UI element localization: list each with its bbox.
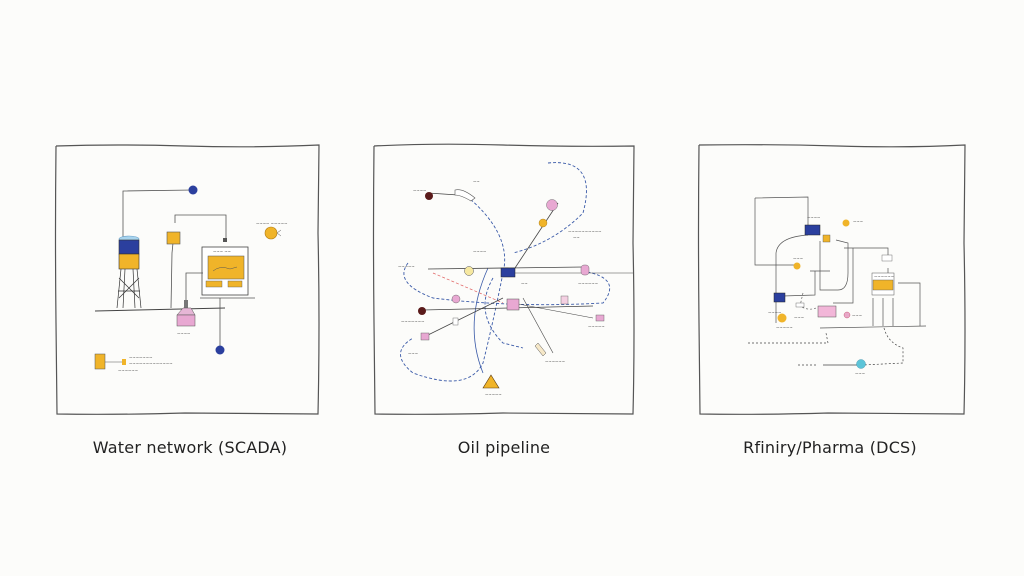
svg-text:~~~: ~~~ [408,351,418,356]
nozzle-icon [454,189,476,202]
gauge-icon: ~~~~ ~~~~~ [256,221,287,240]
water-network-panel: ~~~ ~~ ~~~~ ~~~~ ~~~~~ ~~~~~~~ ~~~~~~~~~… [54,143,320,415]
meter-tag-icon [534,342,547,357]
signal-wire [122,189,194,243]
svg-text:~~~: ~~~ [794,315,804,320]
battery-module-icon: ~~~~~~~ ~~~~~~~~~~~~~ ~~~~~~ [94,353,173,373]
water-tower-icon [116,235,142,309]
svg-text:~~~~~~~: ~~~~~~~ [401,319,424,324]
svg-text:~~~: ~~~ [853,219,863,224]
svg-text:~~: ~~ [573,235,580,240]
pink-valve-icon [420,332,430,341]
red-sensor-icon [843,311,851,319]
svg-text:~~~~: ~~~~ [768,310,781,315]
tank-icon [580,264,590,276]
blue-node-icon [215,345,225,355]
warning-beacon-icon [482,374,500,389]
dcs-node-icon [773,292,786,303]
water-network-diagram: ~~~ ~~ ~~~~ ~~~~ ~~~~~ ~~~~~~~ ~~~~~~~~~… [54,144,320,415]
svg-text:~~~~~: ~~~~~ [485,392,502,397]
svg-text:~~: ~~ [521,281,528,286]
hmi-screen-icon: ~~~ ~~ [200,238,255,299]
svg-text:~~~~~: ~~~~~ [776,325,793,330]
blue-node-icon [188,185,198,195]
svg-text:~~~~~~: ~~~~~~ [545,359,565,364]
sensor-icon [842,219,850,227]
orange-sensor-icon [777,313,787,323]
valve-node-icon [418,307,426,315]
meter-icon [595,314,605,322]
oil-pipeline-panel: ~~~~ ~~~~~~~~~~ ~~ ~~ ~~~~~~ ~~~~~~~ ~~~… [372,143,635,415]
controller-icon [804,224,821,236]
yellow-valve-icon [464,266,474,276]
plc-box-icon [166,231,181,245]
yellow-module-icon [822,234,831,243]
caption-water-network: Water network (SCADA) [92,438,288,457]
svg-text:~~~~: ~~~~ [807,215,820,220]
flow-valve-icon [795,302,805,308]
cyan-endpoint-icon [856,359,866,369]
svg-text:~~~: ~~~ [855,371,865,376]
pump-skid-icon: ~~~~ [176,300,196,336]
svg-text:~~~~~~: ~~~~~~ [874,274,894,279]
dcs-diagram: ~~~~ ~~~ ~~~ ~~~~ ~~~~~ ~~~ ~~~ ~~~~~~ ~… [697,144,966,415]
svg-text:~~~~~: ~~~~~ [398,264,415,269]
caption-dcs: Rfiniry/Pharma (DCS) [743,438,917,457]
svg-text:~~~~~: ~~~~~ [588,324,605,329]
svg-text:~~~~~~: ~~~~~~ [118,368,138,373]
svg-text:~~~ ~~: ~~~ ~~ [213,249,231,254]
gauge-icon [538,218,548,228]
svg-text:~~~~: ~~~~ [413,188,426,193]
valve-node-icon [425,192,433,200]
svg-text:~~~~~~~~~~~~~: ~~~~~~~~~~~~~ [129,361,173,366]
svg-text:~~~~~~~: ~~~~~~~ [129,355,152,360]
oil-pipeline-diagram: ~~~~ ~~~~~~~~~~ ~~ ~~ ~~~~~~ ~~~~~~~ ~~~… [372,143,635,415]
svg-text:~~~~: ~~~~ [177,331,190,336]
central-rtu-icon [500,267,516,278]
svg-text:~~~~~~~~~~: ~~~~~~~~~~ [568,229,602,234]
pink-tank-icon [817,305,837,318]
svg-text:~~~~~~: ~~~~~~ [578,281,598,286]
svg-text:~~: ~~ [473,179,480,184]
svg-text:~~~~: ~~~~ [473,249,486,254]
svg-text:~~~: ~~~ [793,256,803,261]
dcs-panel: ~~~~ ~~~ ~~~ ~~~~ ~~~~~ ~~~ ~~~ ~~~~~~ ~… [697,143,966,415]
gauge-icon [793,262,801,270]
pink-node-icon [451,294,461,304]
pink-tank-icon [546,199,558,211]
svg-text:~~~: ~~~ [852,313,862,318]
small-tank-icon [560,295,569,305]
caption-oil-pipeline: Oil pipeline [457,438,551,457]
svg-text:~~~~ ~~~~~: ~~~~ ~~~~~ [256,221,287,226]
pump-station-icon [506,298,520,311]
